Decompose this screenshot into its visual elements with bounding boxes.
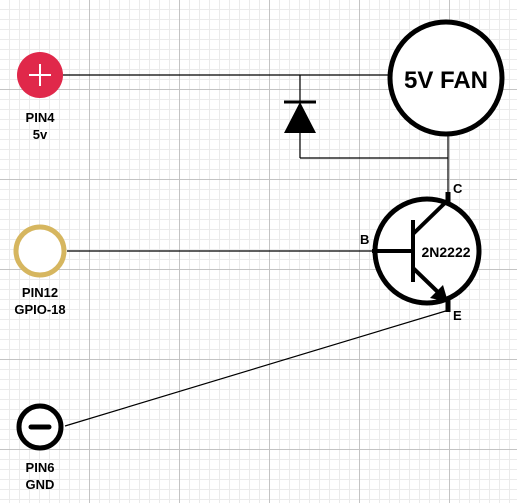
collector-label: C [453, 181, 463, 196]
power-pin: PIN4 5v [17, 52, 63, 142]
base-label: B [360, 232, 369, 247]
emitter-label: E [453, 308, 462, 323]
power-pin-name: PIN4 [26, 110, 56, 125]
wire-ground-to-emitter [64, 309, 450, 427]
ground-pin: PIN6 GND [16, 403, 64, 492]
gpio-pin-function: GPIO-18 [14, 302, 65, 317]
gpio-pin: PIN12 GPIO-18 [13, 224, 67, 317]
gpio-pin-name: PIN12 [22, 285, 58, 300]
fan-circle [387, 19, 505, 137]
plus-icon [29, 64, 51, 86]
emitter-arrow-icon [430, 285, 448, 302]
ground-pin-name: PIN6 [26, 460, 55, 475]
power-pin-function: 5v [33, 127, 48, 142]
ring-icon [13, 224, 67, 278]
wires [57, 74, 450, 427]
ground-pin-function: GND [26, 477, 55, 492]
transistor-collector-lead [411, 198, 450, 236]
fan-label: 5V FAN [404, 67, 488, 94]
fan: 5V FAN [387, 19, 505, 137]
transistor: 2N2222 C B E [360, 181, 482, 323]
transistor-part-label: 2N2222 [421, 244, 470, 260]
diode-icon [284, 100, 316, 133]
